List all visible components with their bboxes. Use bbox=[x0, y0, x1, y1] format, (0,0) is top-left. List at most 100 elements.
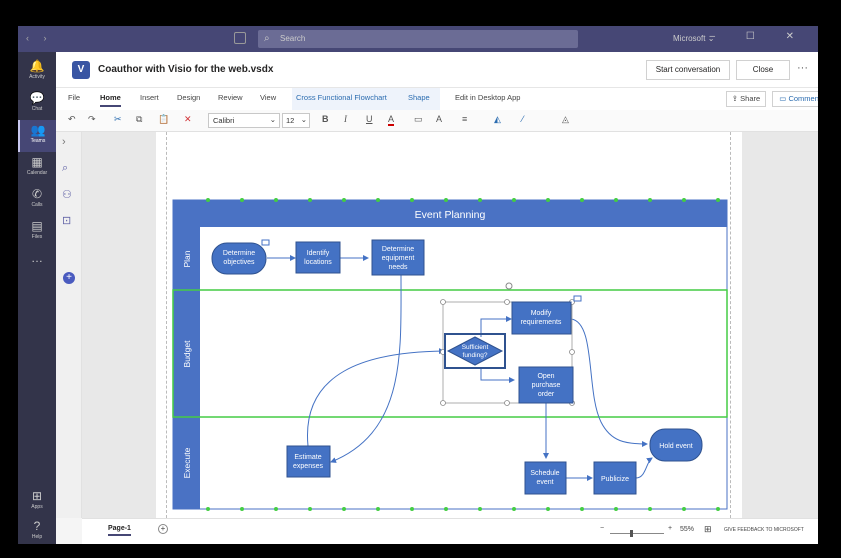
app-rail: 🔔Activity 💬Chat 👥Teams ▦Calendar ✆Calls … bbox=[18, 52, 56, 544]
rail-item-more[interactable]: … bbox=[18, 248, 56, 280]
rail-item-activity[interactable]: 🔔Activity bbox=[18, 56, 56, 88]
tab-review[interactable]: Review bbox=[218, 93, 243, 102]
zoom-out-button[interactable]: − bbox=[600, 525, 605, 532]
shape-label: Sufficient bbox=[462, 344, 489, 351]
pool-frame bbox=[172, 199, 728, 510]
rail-label: Activity bbox=[29, 74, 45, 80]
rail-label: Help bbox=[31, 534, 43, 540]
align-icon[interactable]: ≡ bbox=[462, 114, 468, 124]
tab-design[interactable]: Design bbox=[177, 93, 201, 102]
shape-publicize[interactable]: Publicize bbox=[593, 461, 637, 495]
rail-item-calls[interactable]: ✆Calls bbox=[18, 184, 56, 216]
shape-sufficient-funding[interactable]: Sufficient funding? bbox=[444, 333, 506, 369]
close-button[interactable]: Close bbox=[736, 60, 790, 80]
feedback-link[interactable]: GIVE FEEDBACK TO MICROSOFT bbox=[724, 527, 804, 533]
new-window-icon[interactable] bbox=[234, 32, 246, 44]
shape-determine-equipment-needs[interactable]: Determine equipment needs bbox=[371, 239, 425, 276]
drawing-canvas[interactable]: Event Planning Plan Budget Execute bbox=[82, 132, 818, 518]
rail-item-help[interactable]: ?Help bbox=[18, 516, 56, 544]
undo-icon[interactable]: ↶ bbox=[68, 114, 76, 124]
shape-schedule-event[interactable]: Schedule event bbox=[524, 461, 567, 495]
apps-icon: ⊞ bbox=[31, 489, 43, 503]
tab-file[interactable]: File bbox=[68, 93, 81, 102]
comment-icon: ▭ bbox=[779, 94, 789, 103]
comment-marker-icon[interactable] bbox=[261, 239, 270, 246]
comment-marker-icon[interactable] bbox=[573, 295, 582, 302]
tab-shape[interactable]: Shape bbox=[408, 93, 430, 102]
increase-font-icon[interactable]: A bbox=[436, 114, 443, 124]
shape-identify-locations[interactable]: Identify locations bbox=[295, 241, 341, 274]
page-tab[interactable]: Page-1 bbox=[108, 525, 131, 536]
org-switcher[interactable]: Microsoft ⌄ bbox=[673, 34, 714, 43]
textbox-icon[interactable]: ▭ bbox=[414, 114, 423, 124]
tab-insert[interactable]: Insert bbox=[140, 93, 159, 102]
chevron-down-icon: ⌄ bbox=[300, 115, 307, 124]
tab-home[interactable]: Home bbox=[100, 93, 121, 107]
tab-view[interactable]: View bbox=[260, 93, 277, 102]
underline-button[interactable]: U bbox=[366, 114, 373, 124]
font-family-select[interactable]: Calibri⌄ bbox=[208, 113, 280, 128]
font-size-select[interactable]: 12⌄ bbox=[282, 113, 310, 128]
rail-item-calendar[interactable]: ▦Calendar bbox=[18, 152, 56, 184]
shape-label: Determine bbox=[382, 246, 414, 253]
shape-open-purchase-order[interactable]: Open purchase order bbox=[518, 366, 574, 404]
redo-icon[interactable]: ↷ bbox=[88, 114, 96, 124]
effects-icon[interactable]: ◬ bbox=[562, 114, 569, 124]
search-input[interactable]: ⌕ Search bbox=[258, 30, 578, 48]
delete-icon[interactable]: ✕ bbox=[184, 114, 192, 124]
shape-hold-event[interactable]: Hold event bbox=[649, 428, 703, 462]
add-page-icon[interactable]: + bbox=[158, 524, 168, 534]
app-header: V Coauthor with Visio for the web.vsdx S… bbox=[56, 52, 818, 88]
rail-item-teams[interactable]: 👥Teams bbox=[18, 120, 56, 152]
page-margin-left bbox=[166, 132, 167, 518]
bold-button[interactable]: B bbox=[322, 114, 329, 124]
more-options-icon[interactable]: ··· bbox=[797, 62, 808, 74]
shape-determine-objectives[interactable]: Determine objectives bbox=[211, 239, 270, 275]
rail-item-files[interactable]: ▤Files bbox=[18, 216, 56, 248]
line-color-icon[interactable]: ⁄ bbox=[522, 114, 524, 124]
zoom-in-button[interactable]: + bbox=[668, 525, 673, 532]
copy-icon[interactable]: ⧉ bbox=[136, 114, 143, 124]
rail-item-apps[interactable]: ⊞Apps bbox=[18, 486, 56, 518]
zoom-slider-track[interactable] bbox=[610, 533, 664, 534]
pool-header[interactable] bbox=[173, 200, 727, 227]
lane-label-plan[interactable]: Plan bbox=[182, 250, 192, 267]
zoom-slider-handle[interactable] bbox=[630, 530, 633, 537]
share-button[interactable]: ⇪ Share bbox=[726, 91, 766, 107]
chevron-down-icon: ⌄ bbox=[707, 34, 715, 43]
teams-icon: 👥 bbox=[30, 123, 46, 137]
shape-label: funding? bbox=[463, 352, 488, 359]
fill-icon[interactable]: ◭ bbox=[494, 114, 501, 124]
org-label: Microsoft bbox=[673, 34, 706, 43]
cut-icon[interactable]: ✂ bbox=[114, 114, 122, 124]
search-shapes-icon[interactable]: ⌕ bbox=[62, 162, 69, 174]
flowchart-stencil-icon[interactable]: ⊡ bbox=[62, 215, 72, 227]
add-stencil-icon[interactable]: + bbox=[63, 272, 75, 284]
paste-icon[interactable]: 📋 bbox=[158, 114, 170, 124]
shape-modify-requirements[interactable]: Modify requirements bbox=[511, 301, 572, 335]
shape-estimate-expenses[interactable]: Estimate expenses bbox=[286, 445, 331, 478]
shape-label: objectives bbox=[223, 259, 255, 266]
drawing-page: Event Planning Plan Budget Execute bbox=[156, 132, 742, 518]
start-conversation-button[interactable]: Start conversation bbox=[646, 60, 730, 80]
window-controls[interactable]: – ☐ ✕ bbox=[709, 31, 808, 42]
zoom-level: 55% bbox=[680, 526, 695, 533]
fit-to-window-icon[interactable]: ⊞ bbox=[704, 524, 712, 534]
lane-label-budget[interactable]: Budget bbox=[182, 340, 192, 368]
font-color-button[interactable]: A bbox=[388, 114, 395, 126]
tab-cross-functional-flowchart[interactable]: Cross Functional Flowchart bbox=[296, 93, 387, 102]
comments-button[interactable]: ▭ Comments bbox=[772, 91, 818, 107]
org-chart-icon[interactable]: ⚇ bbox=[62, 189, 72, 201]
italic-button[interactable]: I bbox=[344, 114, 347, 124]
shape-label: Identify bbox=[307, 250, 330, 257]
chevron-right-icon[interactable]: › bbox=[62, 136, 66, 148]
tab-edit-in-desktop-app[interactable]: Edit in Desktop App bbox=[455, 93, 521, 102]
rail-item-chat[interactable]: 💬Chat bbox=[18, 88, 56, 120]
files-icon: ▤ bbox=[31, 219, 43, 233]
lane-label-execute[interactable]: Execute bbox=[182, 447, 192, 478]
shape-label: needs bbox=[388, 264, 408, 271]
selection-box[interactable] bbox=[440, 282, 582, 406]
rotate-handle-icon[interactable] bbox=[505, 282, 513, 290]
nav-arrows[interactable]: ‹ › bbox=[26, 33, 53, 43]
shape-label: Estimate bbox=[294, 454, 321, 461]
